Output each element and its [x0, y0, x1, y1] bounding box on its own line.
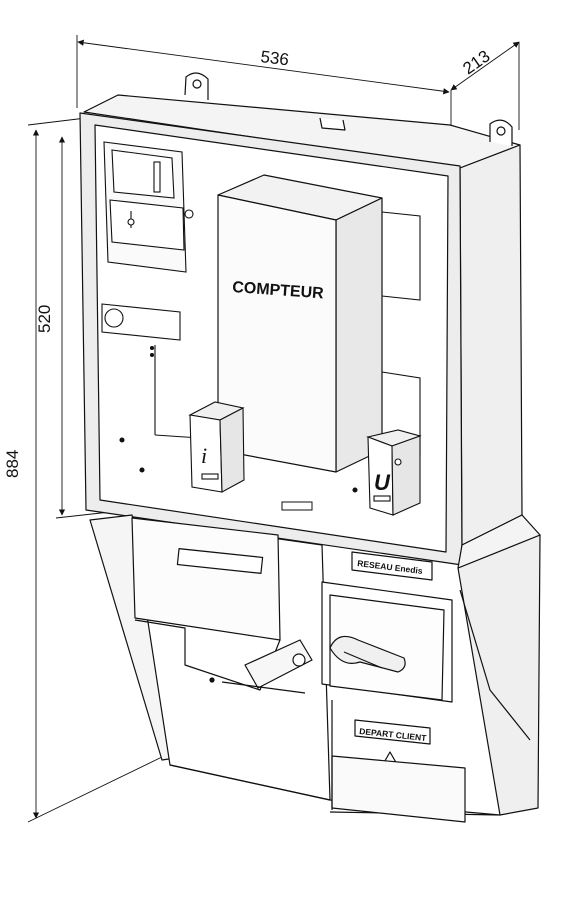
frame-badge — [281, 501, 313, 511]
dimension-height-total-label: 884 — [3, 450, 22, 478]
dimension-lines — [27, 35, 520, 823]
dimension-width-label: 536 — [260, 47, 290, 69]
module-u-symbol: U — [374, 470, 391, 495]
meter-box — [217, 174, 383, 473]
module-u — [366, 429, 422, 516]
module-i-symbol: i — [201, 443, 207, 468]
inner-components — [101, 141, 421, 493]
module-i — [188, 401, 245, 493]
dimension-height-upper-label: 520 — [35, 305, 54, 333]
lower-section — [89, 514, 541, 823]
dimension-depth-label: 213 — [459, 46, 493, 78]
meter-label: COMPTEUR — [232, 279, 325, 302]
